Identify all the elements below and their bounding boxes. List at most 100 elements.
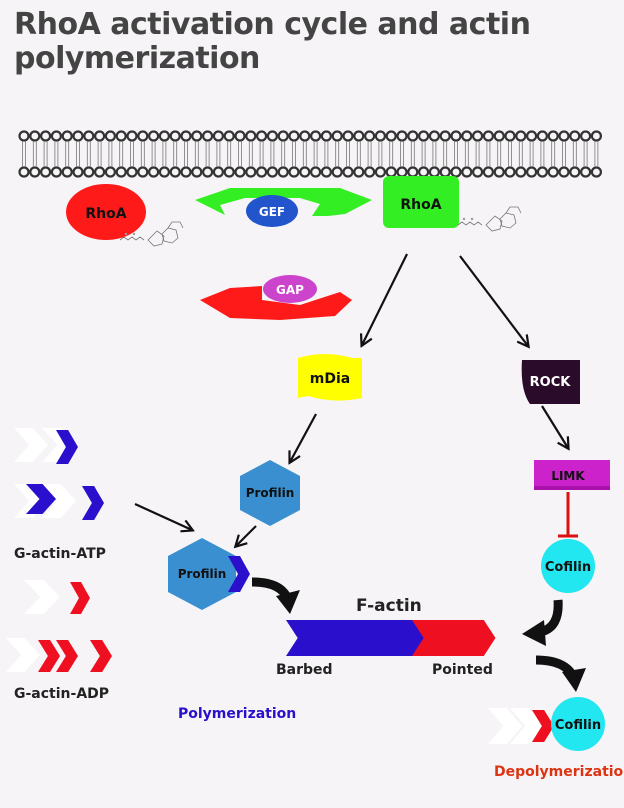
lipid-head [374, 166, 386, 178]
gef-shape [195, 188, 372, 216]
g-actin-atp-chevron [26, 484, 56, 514]
lipid-head [299, 130, 311, 142]
lipid-head [439, 166, 451, 178]
lipid-head [590, 166, 603, 178]
lipid-head [115, 130, 127, 142]
gef-label: GEF [259, 205, 285, 219]
lipid-head [61, 130, 73, 142]
rhoa-gtp-label: RhoA [400, 197, 441, 213]
lipid-head [148, 166, 160, 178]
lipid-head [493, 166, 505, 178]
g-actin-adp-label: G-actin-ADP [14, 686, 110, 702]
lipid-head [104, 130, 117, 142]
rhoa-gdp-node: RhoA [66, 184, 184, 247]
lipid-head [364, 166, 376, 178]
lipid-head [148, 130, 160, 142]
arrow-mdia-to-profilin [290, 413, 317, 462]
g-actin-adp-chevron [70, 582, 90, 614]
lipid-head [115, 166, 127, 178]
lipid-head [331, 130, 343, 142]
rock-label: ROCK [530, 375, 572, 390]
g-actin-atp-chevrons [14, 428, 104, 520]
depoly-faded [510, 708, 544, 744]
cofilin-top-node: Cofilin [541, 539, 595, 593]
lipid-head [558, 130, 570, 142]
lipid-head [137, 166, 149, 178]
f-actin-label: F-actin [356, 596, 422, 616]
lipid-head [569, 130, 581, 142]
cofilin-bottom-node: Cofilin [551, 697, 605, 751]
lipid-head [525, 130, 538, 142]
lipid-head [39, 166, 52, 178]
lipid-head [234, 166, 246, 178]
lipid-head [256, 166, 268, 178]
gtp-molecule-icon [457, 206, 522, 232]
lipid-head [310, 166, 322, 178]
lipid-head [202, 130, 214, 142]
lipid-head [104, 166, 117, 178]
lipid-head [245, 166, 257, 178]
gef-oval [246, 195, 298, 227]
lipid-head [191, 130, 203, 142]
lipid-head [353, 166, 365, 178]
g-actin-adp-chevron [38, 640, 60, 672]
lipid-head [180, 130, 192, 142]
lipid-head [439, 130, 451, 142]
lipid-head [547, 130, 559, 142]
rhoa-gdp-shape [66, 184, 146, 240]
lipid-head [288, 130, 300, 142]
mdia-shape [298, 354, 362, 401]
lipid-head [342, 166, 354, 178]
lipid-head [83, 130, 95, 142]
profilin-bottom-label: Profilin [178, 567, 227, 581]
g-actin-atp-faded [14, 428, 48, 462]
lipid-head [277, 130, 289, 142]
lipid-head [223, 130, 235, 142]
lipid-head [50, 166, 63, 178]
lipid-head [385, 166, 397, 178]
lipid-head [396, 130, 408, 142]
lipid-head [525, 166, 538, 178]
barbed-end-label: Barbed [276, 662, 333, 678]
arrow-profilin-to-profilin [236, 525, 257, 546]
lipid-head [569, 166, 581, 178]
g-actin-atp-chevron [82, 486, 104, 520]
limk-label: LIMK [551, 469, 585, 483]
f-actin-subunit-adp [469, 620, 496, 656]
profilin-top-label: Profilin [246, 486, 295, 500]
lipid-head [234, 130, 246, 142]
lipid-head [396, 166, 408, 178]
lipid-head [83, 166, 95, 178]
gap-node: GAP [200, 275, 352, 320]
lipid-head [266, 130, 278, 142]
lipid-head [256, 130, 268, 142]
g-actin-adp-chevron [90, 640, 112, 672]
lipid-head [212, 130, 224, 142]
page-title: RhoA activation cycle and actin polymeri… [14, 7, 531, 76]
gef-node: GEF [195, 188, 372, 227]
lipid-head [61, 166, 73, 178]
lipid-head [374, 130, 386, 142]
lipid-head [407, 130, 419, 142]
profilin-top-node: Profilin [240, 460, 300, 526]
lipid-head [407, 166, 419, 178]
lipid-head [504, 166, 516, 178]
cofilin-top-label: Cofilin [545, 560, 591, 575]
limk-node: LIMK [534, 460, 610, 490]
lipid-head [331, 166, 343, 178]
lipid-head [266, 166, 278, 178]
lipid-head [353, 130, 365, 142]
rhoa-gtp-shape [383, 176, 459, 228]
lipid-head [590, 130, 603, 142]
lipid-head [558, 166, 570, 178]
lipid-head [29, 166, 41, 178]
lipid-head [277, 166, 289, 178]
lipid-head [169, 166, 181, 178]
depoly-faded [488, 708, 522, 744]
depoly-chevron [532, 710, 554, 742]
lipid-head [428, 166, 440, 178]
arrow-rhoa-to-rock [459, 255, 528, 346]
lipid-head [158, 130, 170, 142]
profilin-bound-actin [228, 556, 250, 592]
